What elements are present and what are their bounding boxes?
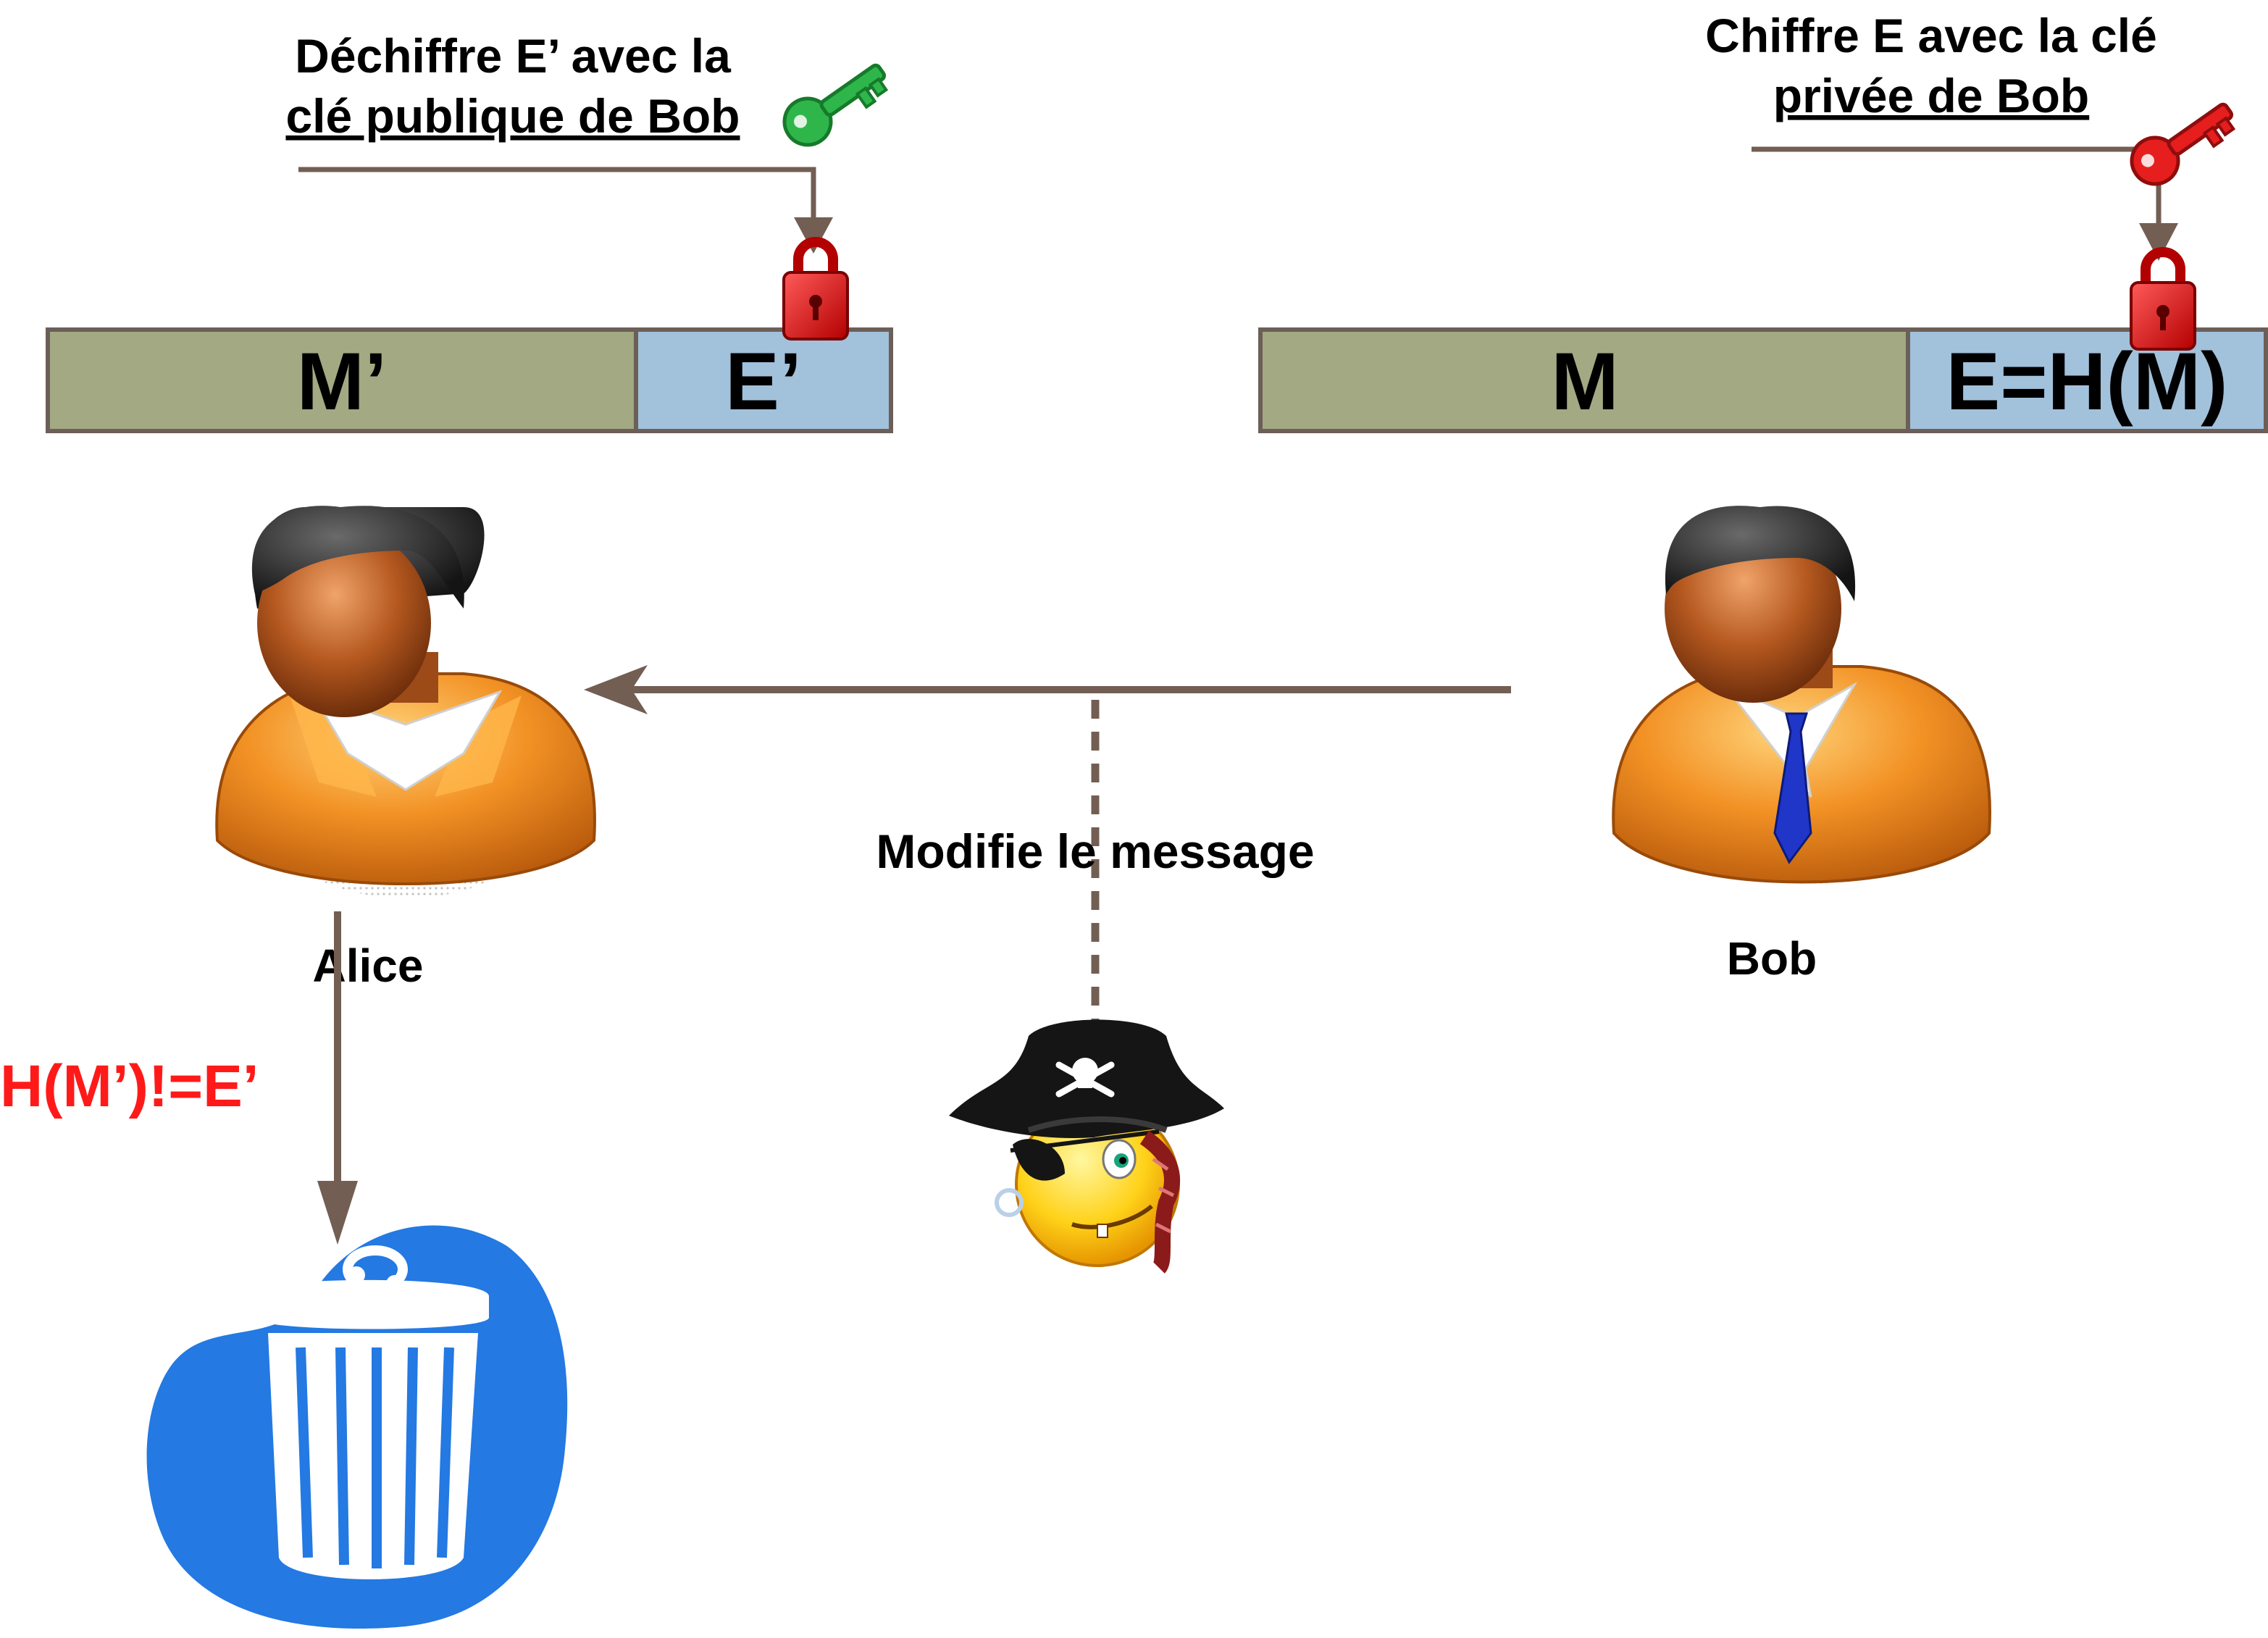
- transmission-arrowhead: [584, 665, 648, 714]
- bob-key-arrowhead: [2139, 223, 2178, 261]
- bob-hash-box: [1906, 327, 2268, 433]
- reject-arrowhead: [317, 1181, 358, 1245]
- alice-name: Alice: [313, 940, 424, 992]
- alice-hash-label: E’: [725, 336, 802, 427]
- alice-message-box: [46, 327, 638, 433]
- red-key-icon: [2130, 102, 2236, 186]
- trash-can-icon: [146, 1225, 568, 1629]
- alice-hash-box: [634, 327, 893, 433]
- alice-caption-line2: clé publique de Bob: [285, 89, 740, 143]
- pirate-smiley-icon: [949, 1019, 1224, 1274]
- bob-person-icon: [1612, 506, 1991, 884]
- bob-name: Bob: [1727, 932, 1817, 985]
- bob-message-box: [1258, 327, 1910, 433]
- alice-message-bar: M’ E’: [46, 327, 893, 433]
- alice-caption-line1: Déchiffre E’ avec la: [295, 29, 732, 83]
- bob-caption-line2: privée de Bob: [1773, 69, 2089, 122]
- bob-caption-line1: Chiffre E avec la clé: [1705, 9, 2157, 62]
- bob-key-leader: [1752, 146, 2162, 239]
- alice-person-icon: [215, 506, 596, 898]
- green-key-icon: [782, 63, 889, 147]
- alice-lock-icon: [782, 237, 849, 340]
- bob-message-bar: M E=H(M): [1258, 327, 2268, 433]
- attack-label: Modifie le message: [876, 824, 1314, 878]
- result-label: H(M’)!=E’: [0, 1053, 259, 1119]
- bob-lock-icon: [2130, 247, 2196, 351]
- bob-message-label: M: [1551, 336, 1618, 427]
- alice-message-label: M’: [297, 336, 387, 427]
- alice-key-leader: [298, 167, 816, 230]
- bob-hash-label: E=H(M): [1946, 336, 2228, 427]
- alice-key-arrowhead: [794, 217, 833, 254]
